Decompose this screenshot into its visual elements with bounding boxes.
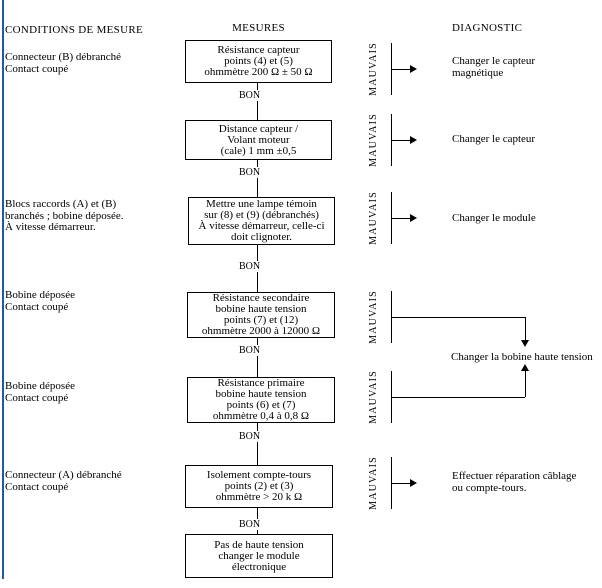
condition-block-4: Bobine déposée Contact coupé [5, 380, 75, 404]
diagnostic-block-1: Changer le capteur magnétique [452, 55, 535, 79]
condition-line: Contact coupé [5, 480, 69, 493]
arrow-right-icon-3 [410, 214, 417, 222]
measure-line: (cale) 1 mm ±0,5 [220, 144, 297, 157]
arrow-right-icon-6 [410, 479, 417, 487]
bon-label-5: BON [237, 431, 263, 442]
arrow-shaft-6 [392, 483, 410, 484]
measure-line: Résistance secondaire [212, 292, 310, 304]
arrow-shaft-1 [392, 69, 410, 70]
measure-line: Résistance capteur [217, 44, 300, 56]
measure-line: changer le module [218, 549, 300, 562]
bon-label-6: BON [237, 519, 263, 530]
measure-line: À vitesse démarreur, celle-ci [198, 220, 325, 232]
measure-line: points (4) et (5) [224, 55, 293, 67]
condition-line: Contact coupé [5, 62, 69, 75]
mauvais-bar-4 [391, 291, 392, 343]
arrow-down-icon [521, 340, 529, 347]
measure-line: Pas de haute tension [214, 538, 304, 551]
measure-line: ohmmètre 0,4 à 0,8 Ω [212, 410, 310, 422]
mauvais-bar-6 [391, 457, 392, 509]
diagnostic-line: Changer le module [452, 212, 536, 224]
diagnostic-block-4: Changer la bobine haute tension [451, 351, 593, 363]
arrow-up-icon [521, 364, 529, 371]
measure-line: points (6) et (7) [226, 399, 296, 411]
measure-line: Résistance primaire [217, 377, 305, 389]
measure-line: sur (8) et (9) (débranchés) [204, 209, 319, 221]
condition-block-3: Bobine déposée Contact coupé [5, 289, 75, 313]
diagnostic-block-2: Changer le capteur [452, 133, 535, 145]
diagnostic-line: ou compte-tours. [452, 482, 527, 494]
mauvais-label-4: MAUVAIS [368, 290, 379, 344]
mauvais-bar-2 [391, 114, 392, 166]
column-header-conditions: CONDITIONS DE MESURE [5, 24, 143, 36]
measure-box-distance-capteur: Distance capteur / Volant moteur (cale) … [185, 120, 332, 160]
mauvais-bar-5 [391, 371, 392, 423]
condition-line: branchés ; bobine déposée. [5, 209, 124, 222]
measure-line: points (2) et (3) [224, 480, 294, 492]
condition-line: Connecteur (B) débranché [5, 51, 122, 63]
arrow-shaft-3 [392, 218, 410, 219]
diagnostic-block-5: Effectuer réparation câblage ou compte-t… [452, 470, 576, 494]
measure-box-pas-de-haute-tension: Pas de haute tension changer le module é… [185, 534, 333, 578]
diagnostic-line: Changer le capteur [452, 55, 536, 67]
page-left-border [2, 0, 4, 579]
measure-line: ohmmètre 200 Ω ± 50 Ω [204, 66, 313, 78]
column-header-diagnostic: DIAGNOSTIC [452, 22, 523, 34]
condition-block-5: Connecteur (A) débranché Contact coupé [5, 469, 122, 493]
mauvais-bar-1 [391, 43, 392, 95]
condition-line: Connecteur (A) débranché [5, 469, 122, 481]
diagnostic-line: Changer la bobine haute tension [451, 351, 593, 363]
measure-box-isolement-compte-tours: Isolement compte-tours points (2) et (3)… [185, 465, 333, 508]
mauvais-label-5: MAUVAIS [368, 370, 379, 424]
bon-label-1: BON [237, 90, 263, 101]
measure-line: Mettre une lampe témoin [206, 198, 317, 210]
condition-line: Bobine déposée [5, 380, 75, 392]
diagnostic-block-3: Changer le module [452, 212, 536, 224]
bon-label-4: BON [237, 345, 263, 356]
condition-line: Contact coupé [5, 300, 69, 313]
diagnostic-line: magnétique [452, 67, 504, 79]
arrow-shaft-2 [392, 140, 410, 141]
measure-line: points (7) et (12) [223, 314, 299, 326]
measure-line: ohmmètre > 20 k Ω [215, 491, 303, 503]
connector-shaft-4 [392, 317, 525, 318]
measure-line: ohmmètre 2000 à 12000 Ω [201, 325, 321, 337]
arrow-right-icon-1 [410, 65, 417, 73]
measure-line: bobine haute tension [215, 388, 307, 400]
bon-label-2: BON [237, 167, 263, 178]
measure-box-lampe-temoin: Mettre une lampe témoin sur (8) et (9) (… [188, 197, 335, 245]
measure-line: bobine haute tension [215, 303, 307, 315]
connector-shaft-5 [392, 397, 525, 398]
diagnostic-line: Changer le capteur [452, 133, 536, 145]
mauvais-label-2: MAUVAIS [368, 113, 379, 167]
condition-block-1: Connecteur (B) débranché Contact coupé [5, 51, 122, 75]
condition-block-2: Blocs raccords (A) et (B) branchés ; bob… [5, 198, 124, 234]
connector-rise-5 [525, 371, 526, 397]
measure-line: Volant moteur [227, 133, 290, 146]
condition-line: Bobine déposée [5, 289, 75, 301]
measure-line: électronique [231, 560, 287, 573]
condition-line: Contact coupé [5, 391, 69, 404]
measure-line: Isolement compte-tours [206, 469, 312, 481]
measure-line: doit clignoter. [230, 231, 293, 243]
diagnostic-line: Effectuer réparation câblage [452, 470, 577, 482]
mauvais-bar-3 [391, 192, 392, 244]
column-header-measures: MESURES [232, 22, 285, 34]
mauvais-label-1: MAUVAIS [368, 42, 379, 96]
measure-box-resistance-secondaire: Résistance secondaire bobine haute tensi… [187, 292, 335, 338]
measure-line: Distance capteur / [218, 122, 299, 135]
bon-label-3: BON [237, 261, 263, 272]
measure-box-resistance-primaire: Résistance primaire bobine haute tension… [187, 377, 335, 423]
arrow-right-icon-2 [410, 136, 417, 144]
measure-box-resistance-capteur: Résistance capteur points (4) et (5) ohm… [185, 40, 332, 83]
connector-drop-4 [525, 317, 526, 341]
condition-line: À vitesse démarreur. [5, 221, 96, 233]
mauvais-label-6: MAUVAIS [368, 456, 379, 510]
mauvais-label-3: MAUVAIS [368, 191, 379, 245]
condition-line: Blocs raccords (A) et (B) [5, 198, 117, 210]
